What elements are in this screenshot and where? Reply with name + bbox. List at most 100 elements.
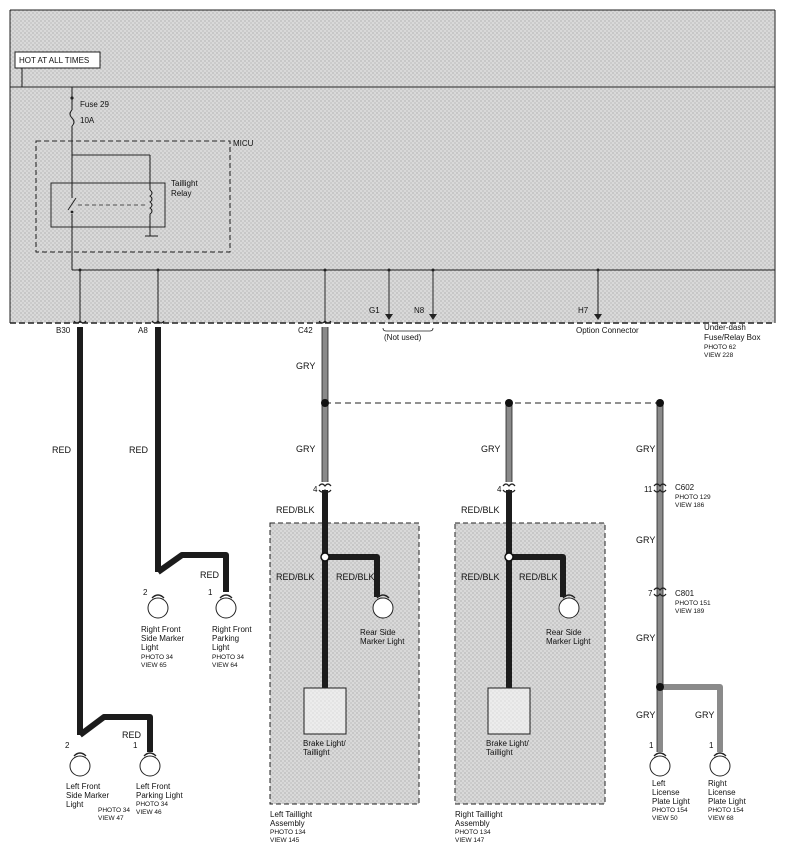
left-rear-side-marker-label: Rear Side [360, 628, 396, 637]
right-license-label: Plate Light [708, 797, 747, 806]
right-license-photo: PHOTO 154 [708, 807, 744, 814]
left-taillight-assy-view: VIEW 145 [270, 837, 300, 844]
rf-side-marker-photo: PHOTO 34 [141, 654, 173, 661]
wire-label: RED/BLK [461, 505, 500, 515]
rf-parking-label: Parking [212, 634, 239, 643]
pin-h7: H7 [578, 306, 589, 315]
component-labels: Right Front Side Marker Light PHOTO 34 V… [66, 625, 747, 844]
rf-parking-label: Light [212, 643, 230, 652]
left-license-label: License [652, 788, 680, 797]
right-taillight-assy-label: Assembly [455, 819, 490, 828]
rf-parking-photo: PHOTO 34 [212, 654, 244, 661]
open-splices [320, 552, 514, 562]
wire-label: GRY [636, 710, 655, 720]
pin-number: 11 [644, 485, 653, 494]
wire-label: RED/BLK [276, 572, 315, 582]
right-license-bulb-icon [709, 755, 731, 777]
internal-bus [72, 269, 775, 323]
left-license-view: VIEW 50 [652, 815, 678, 822]
pin-g1: G1 [369, 306, 380, 315]
wire-labels: RED RED RED RED GRY GRY GRY GRY GRY GRY … [52, 361, 714, 740]
micu-module: MICU Taillight Relay [35, 139, 254, 270]
lf-side-marker-bulb-icon [69, 755, 91, 777]
connector-labels: C602 PHOTO 129 VIEW 186 C801 PHOTO 151 V… [675, 483, 711, 615]
relay-label-1: Taillight [171, 179, 198, 188]
wire-label: RED [122, 730, 142, 740]
box-name-1: Under-dash [704, 323, 746, 332]
hot-at-all-times-box: HOT AT ALL TIMES [14, 51, 101, 87]
left-taillight-assy-label: Left Taillight [270, 810, 313, 819]
bulbs [69, 597, 731, 777]
hot-label: HOT AT ALL TIMES [19, 56, 89, 65]
pin-n8: N8 [414, 306, 425, 315]
right-taillight-assembly-box [454, 522, 606, 805]
pin-number: 1 [208, 588, 213, 597]
pin-number: 2 [65, 741, 70, 750]
right-rear-side-marker-bulb-icon [558, 597, 580, 619]
lf-side-marker-view: VIEW 47 [98, 815, 124, 822]
wire-label: GRY [481, 444, 500, 454]
fuse-name: Fuse 29 [80, 100, 109, 109]
wire-label: GRY [695, 710, 714, 720]
pin-number: 7 [648, 589, 653, 598]
red-wires [77, 327, 566, 752]
right-taillight-assy-label: Right Taillight [455, 810, 503, 819]
right-brake-light-label: Taillight [486, 748, 513, 757]
wire-label: RED/BLK [276, 505, 315, 515]
relay-label-2: Relay [171, 189, 191, 198]
inline-connectors [318, 483, 667, 597]
wire-label: RED/BLK [461, 572, 500, 582]
pin-number: 4 [497, 485, 502, 494]
right-brake-light-box [487, 687, 531, 735]
right-license-view: VIEW 68 [708, 815, 734, 822]
right-rear-side-marker-label: Rear Side [546, 628, 582, 637]
rf-parking-bulb-icon [215, 597, 237, 619]
rf-side-marker-view: VIEW 65 [141, 662, 167, 669]
right-license-label: Right [708, 779, 727, 788]
right-license-label: License [708, 788, 736, 797]
wire-label: GRY [296, 444, 315, 454]
wire-label: RED [200, 570, 220, 580]
bulb-sockets [73, 594, 727, 757]
wire-label: GRY [636, 633, 655, 643]
wire-label: RED/BLK [519, 572, 558, 582]
box-view: VIEW 228 [704, 352, 734, 359]
left-brake-light-label: Brake Light/ [303, 739, 346, 748]
rf-side-marker-bulb-icon [147, 597, 169, 619]
wire-label: RED [129, 445, 149, 455]
wire-label: RED [52, 445, 72, 455]
pin-number: 2 [143, 588, 148, 597]
wire-label: GRY [636, 535, 655, 545]
c801-photo: PHOTO 151 [675, 600, 711, 607]
left-license-bulb-icon [649, 755, 671, 777]
pin-number: 1 [649, 741, 654, 750]
right-taillight-assy-photo: PHOTO 134 [455, 829, 491, 836]
pin-a8: A8 [138, 326, 148, 335]
lf-side-marker-label: Left Front [66, 782, 101, 791]
c801-view: VIEW 189 [675, 608, 705, 615]
lf-parking-label: Parking Light [136, 791, 183, 800]
left-taillight-assembly-box [269, 522, 420, 805]
c602-view: VIEW 186 [675, 502, 705, 509]
fuse-rating: 10A [80, 116, 95, 125]
pin-b30: B30 [56, 326, 71, 335]
left-brake-light-label: Taillight [303, 748, 330, 757]
lf-side-marker-photo: PHOTO 34 [98, 807, 130, 814]
lf-parking-view: VIEW 46 [136, 809, 162, 816]
pin-number: 4 [313, 485, 318, 494]
left-license-photo: PHOTO 154 [652, 807, 688, 814]
left-rear-side-marker-bulb-icon [372, 597, 394, 619]
rf-side-marker-label: Light [141, 643, 159, 652]
box-photo: PHOTO 62 [704, 344, 736, 351]
c801-label: C801 [675, 589, 695, 598]
c602-photo: PHOTO 129 [675, 494, 711, 501]
right-rear-side-marker-label: Marker Light [546, 637, 591, 646]
left-taillight-assy-photo: PHOTO 134 [270, 829, 306, 836]
pin-numbers: 2 1 2 1 4 4 11 7 1 1 [65, 485, 714, 750]
c602-label: C602 [675, 483, 695, 492]
lf-side-marker-label: Light [66, 800, 84, 809]
option-connector-label: Option Connector [576, 326, 639, 335]
not-used-label: (Not used) [384, 333, 422, 342]
rf-side-marker-label: Right Front [141, 625, 181, 634]
